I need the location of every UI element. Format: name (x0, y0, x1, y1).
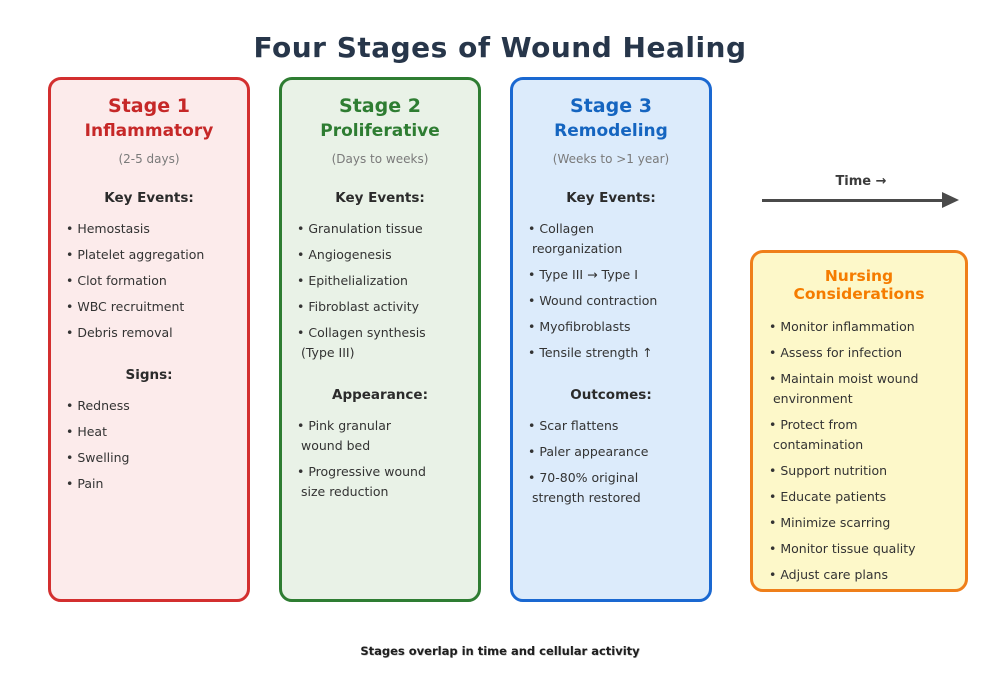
bullet-item: • Angiogenesis (297, 247, 392, 262)
stage-1-sections: Key Events: • Hemostasis • Platelet aggreg… (51, 190, 247, 494)
bullet-item: • Support nutrition (769, 463, 888, 478)
section-heading: Key Events: (104, 190, 194, 206)
bullet-item: • Heat (66, 424, 107, 439)
bullet-item: • Swelling (66, 450, 130, 465)
bullet-item: • Pain (66, 476, 104, 491)
time-arrow-head-icon (942, 192, 959, 208)
time-arrow-line (762, 199, 946, 202)
bullet-item: • 70-80% original strength restored (528, 470, 641, 505)
bullet-item: • Monitor inflammation (769, 319, 915, 334)
section-heading: Key Events: (335, 190, 425, 206)
footer-note: Stages overlap in time and cellular acti… (360, 644, 640, 658)
stage-2-duration: (Days to weeks) (331, 152, 429, 166)
nursing-considerations-title: Nursing Considerations (793, 267, 925, 303)
time-axis-label: Time → (835, 174, 887, 189)
stage-3-card: Stage 3 Remodeling (Weeks to >1 year) Ke… (510, 77, 712, 602)
stage-1-title: Stage 1 (108, 95, 190, 117)
bullet-item: • Platelet aggregation (66, 247, 205, 262)
stage-2-subtitle: Proliferative (320, 121, 440, 141)
stage-3-sections: Key Events: • Collagen reorganization • Ty… (513, 190, 709, 508)
bullet-item: • Monitor tissue quality (769, 541, 916, 556)
bullet-item: • Type III → Type I (528, 267, 638, 282)
nursing-considerations-card: Nursing Considerations • Monitor inflamm… (750, 250, 968, 592)
section-heading: Appearance: (332, 387, 428, 403)
bullet-item: • Redness (66, 398, 130, 413)
stage-3-title: Stage 3 (570, 95, 652, 117)
bullet-item: • Paler appearance (528, 444, 649, 459)
bullet-item: • Minimize scarring (769, 515, 891, 530)
bullet-item: • Myofibroblasts (528, 319, 631, 334)
bullet-item: • Hemostasis (66, 221, 150, 236)
stage-2-card: Stage 2 Proliferative (Days to weeks) Ke… (279, 77, 481, 602)
diagram-title: Four Stages of Wound Healing (253, 30, 747, 64)
bullet-item: • Protect from contamination (769, 417, 864, 452)
bullet-item: • Fibroblast activity (297, 299, 420, 314)
bullet-item: • Tensile strength ↑ (528, 345, 653, 360)
bullet-item: • Epithelialization (297, 273, 408, 288)
section-heading: Outcomes: (570, 387, 652, 403)
bullet-item: • Clot formation (66, 273, 167, 288)
nursing-considerations-items: • Monitor inflammation • Assess for infec… (763, 317, 955, 585)
stage-2-title: Stage 2 (339, 95, 421, 117)
stage-1-subtitle: Inflammatory (84, 121, 214, 141)
bullet-item: • Maintain moist wound environment (769, 371, 919, 406)
section-heading: Key Events: (566, 190, 656, 206)
bullet-item: • Pink granular wound bed (297, 418, 392, 453)
bullet-item: • Educate patients (769, 489, 887, 504)
bullet-item: • Adjust care plans (769, 567, 888, 582)
bullet-item: • Debris removal (66, 325, 173, 340)
section-heading: Signs: (125, 367, 173, 383)
bullet-item: • Progressive wound size reduction (297, 464, 426, 499)
bullet-item: • Assess for infection (769, 345, 903, 360)
bullet-item: • Wound contraction (528, 293, 658, 308)
bullet-item: • Collagen synthesis (Type III) (297, 325, 426, 360)
stage-2-sections: Key Events: • Granulation tissue • Angioge… (282, 190, 478, 502)
stage-3-subtitle: Remodeling (554, 121, 668, 141)
stage-1-duration: (2-5 days) (118, 152, 180, 166)
stage-1-card: Stage 1 Inflammatory (2-5 days) Key Even… (48, 77, 250, 602)
bullet-item: • Scar flattens (528, 418, 619, 433)
bullet-item: • Collagen reorganization (528, 221, 623, 256)
time-axis: Time → (760, 174, 962, 214)
bullet-item: • Granulation tissue (297, 221, 423, 236)
stage-3-duration: (Weeks to >1 year) (552, 152, 670, 166)
bullet-item: • WBC recruitment (66, 299, 185, 314)
